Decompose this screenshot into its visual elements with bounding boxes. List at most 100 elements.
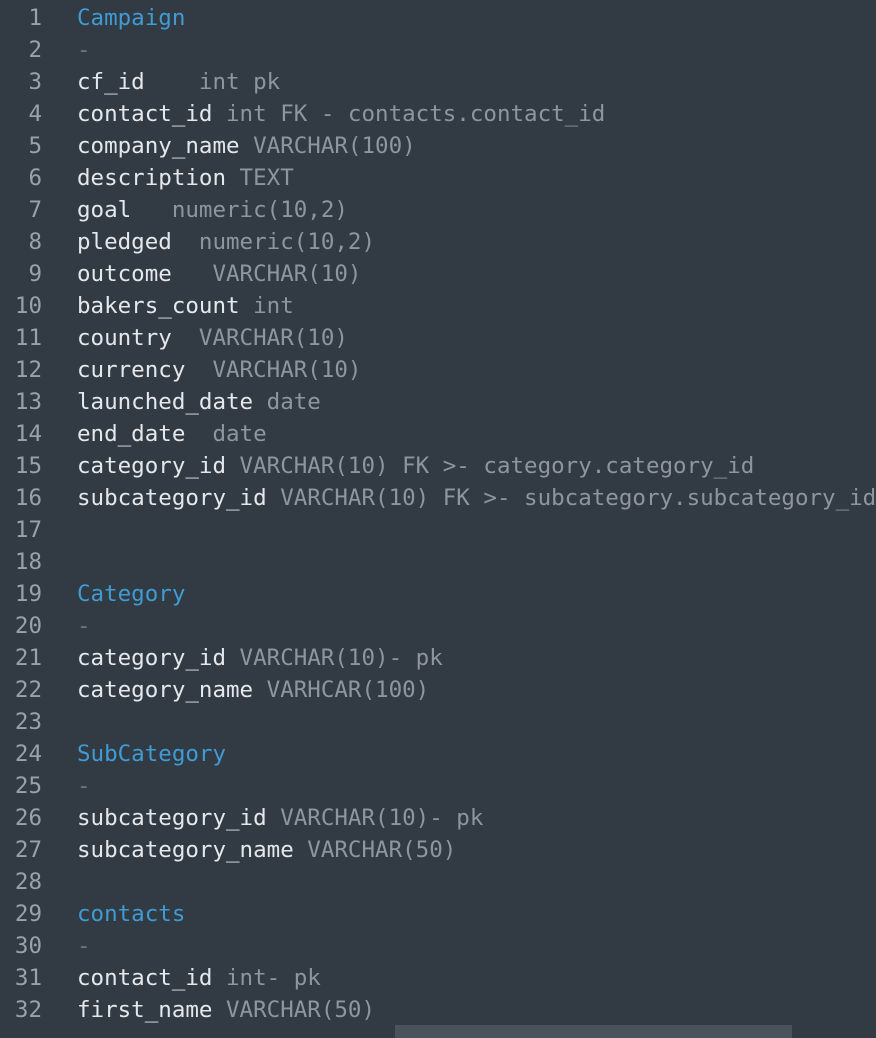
code-line[interactable]: 8 pledged numeric(10,2) <box>0 226 792 258</box>
separator-dash: - <box>77 773 91 799</box>
line-number: 30 <box>14 933 42 959</box>
field-name: end_date <box>77 421 186 447</box>
field-name: outcome <box>77 261 172 287</box>
code-line[interactable]: 25 - <box>0 770 792 802</box>
line-content: contact_id int FK - contacts.contact_id <box>77 98 605 130</box>
field-type: VARHCAR(100) <box>253 677 430 703</box>
line-content: company_name VARCHAR(100) <box>77 130 416 162</box>
line-content: Campaign <box>77 2 185 34</box>
field-type: int FK - contacts.contact_id <box>212 101 606 127</box>
field-type: VARCHAR(100) <box>239 133 416 159</box>
field-type: int- pk <box>212 965 321 991</box>
code-line[interactable]: 28 <box>0 866 792 898</box>
line-number: 23 <box>14 709 42 735</box>
horizontal-scrollbar[interactable] <box>395 1025 792 1038</box>
line-number: 29 <box>14 901 42 927</box>
code-line[interactable]: 2- <box>0 34 792 66</box>
table-heading: SubCategory <box>77 741 227 767</box>
field-type: TEXT <box>226 165 294 191</box>
field-name: description <box>77 165 227 191</box>
table-heading: contacts <box>77 901 186 927</box>
line-number: 8 <box>28 229 42 255</box>
code-line[interactable]: 23 <box>0 706 792 738</box>
field-name: pledged <box>77 229 172 255</box>
code-line[interactable]: 10 bakers_count int <box>0 290 792 322</box>
line-content: - <box>77 930 91 962</box>
code-line[interactable]: 30 - <box>0 930 792 962</box>
line-content: subcategory_id VARCHAR(10) FK >- subcate… <box>77 482 876 514</box>
line-content: category_id VARCHAR(10)- pk <box>77 642 443 674</box>
line-number: 7 <box>28 197 42 223</box>
line-number: 32 <box>14 997 42 1023</box>
code-line[interactable]: 4 contact_id int FK - contacts.contact_id <box>0 98 792 130</box>
line-content: launched_date date <box>77 386 321 418</box>
field-name: subcategory_id <box>77 805 267 831</box>
line-number: 11 <box>14 325 42 351</box>
line-content: subcategory_name VARCHAR(50) <box>77 834 456 866</box>
line-content: - <box>77 610 91 642</box>
code-line[interactable]: 24 SubCategory <box>0 738 792 770</box>
line-number: 20 <box>14 613 42 639</box>
field-type: numeric(10,2) <box>171 229 376 255</box>
line-content: goal numeric(10,2) <box>77 194 348 226</box>
code-line[interactable]: 29 contacts <box>0 898 792 930</box>
field-name: category_name <box>77 677 254 703</box>
field-name: category_id <box>77 453 227 479</box>
field-name: subcategory_id <box>77 485 267 511</box>
line-content: category_name VARHCAR(100) <box>77 674 429 706</box>
line-content: - <box>77 34 91 66</box>
field-name: category_id <box>77 645 227 671</box>
line-content: category_id VARCHAR(10) FK >- category.c… <box>77 450 754 482</box>
line-number: 24 <box>14 741 42 767</box>
code-line[interactable]: 17 <box>0 514 792 546</box>
field-name: bakers_count <box>77 293 240 319</box>
line-number: 9 <box>28 261 42 287</box>
line-number: 12 <box>14 357 42 383</box>
field-type: VARCHAR(10) <box>171 325 348 351</box>
code-line[interactable]: 11 country VARCHAR(10) <box>0 322 792 354</box>
field-type: date <box>253 389 321 415</box>
line-number: 4 <box>28 101 42 127</box>
line-content: contact_id int- pk <box>77 962 321 994</box>
code-line[interactable]: 7 goal numeric(10,2) <box>0 194 792 226</box>
line-content: Category <box>77 578 185 610</box>
line-content: contacts <box>77 898 185 930</box>
code-line[interactable]: 20 - <box>0 610 792 642</box>
field-name: first_name <box>77 997 213 1023</box>
line-content: bakers_count int <box>77 290 294 322</box>
field-name: contact_id <box>77 101 213 127</box>
code-line[interactable]: 18 <box>0 546 792 578</box>
code-line[interactable]: 22 category_name VARHCAR(100) <box>0 674 792 706</box>
field-type: int <box>239 293 294 319</box>
field-name: country <box>77 325 172 351</box>
line-number: 18 <box>14 549 42 575</box>
line-number: 26 <box>14 805 42 831</box>
line-content: country VARCHAR(10) <box>77 322 348 354</box>
line-content: currency VARCHAR(10) <box>77 354 361 386</box>
line-number: 25 <box>14 773 42 799</box>
code-line[interactable]: 12 currency VARCHAR(10) <box>0 354 792 386</box>
line-number: 10 <box>14 293 42 319</box>
line-content: SubCategory <box>77 738 226 770</box>
line-number: 22 <box>14 677 42 703</box>
field-name: launched_date <box>77 389 254 415</box>
field-name: cf_id <box>77 69 145 95</box>
line-content: - <box>77 770 91 802</box>
field-type: VARCHAR(10)- pk <box>226 645 443 671</box>
